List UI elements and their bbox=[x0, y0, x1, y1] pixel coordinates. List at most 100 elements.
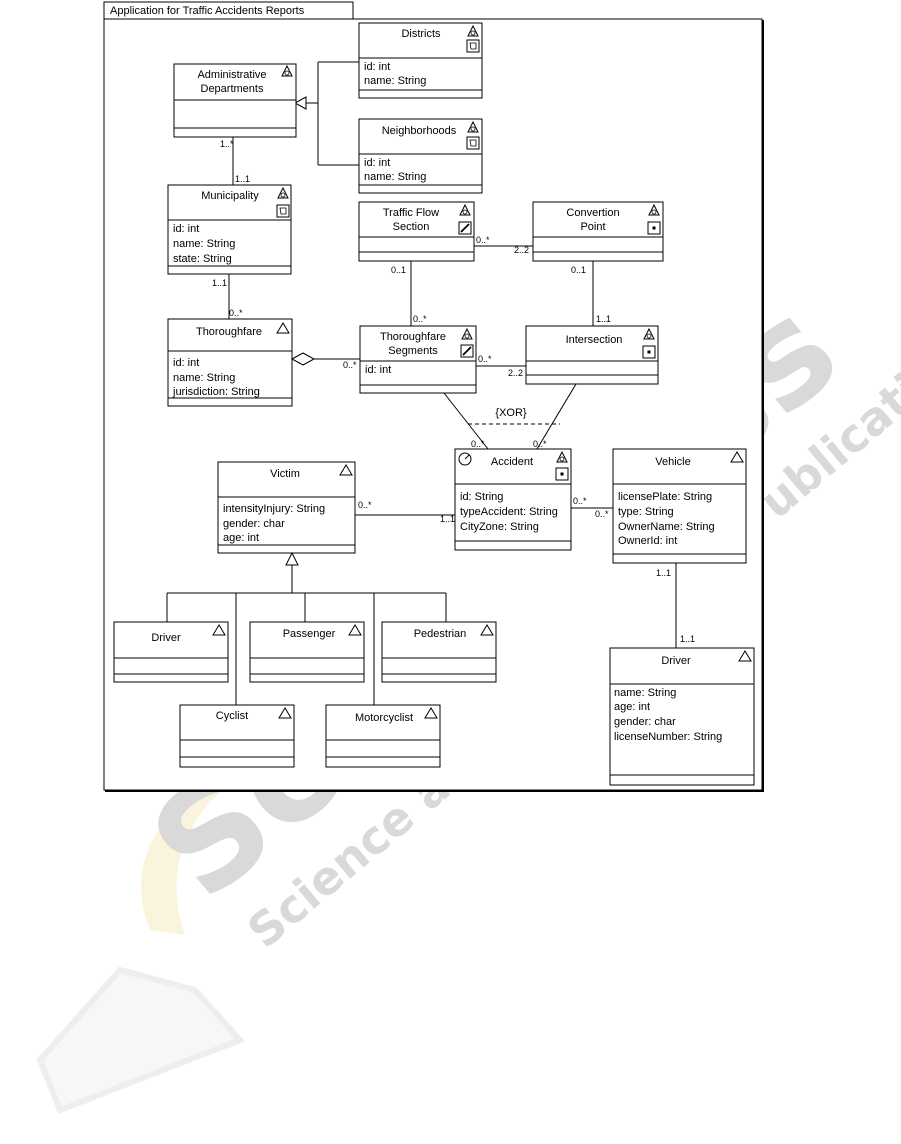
attribute: id: int bbox=[364, 61, 390, 73]
class-thoroughfare[interactable]: Thoroughfare id: int name: String jurisd… bbox=[167, 318, 293, 407]
class-neighborhoods[interactable]: Neighborhoods id: int name: String bbox=[358, 118, 483, 194]
attribute: name: String bbox=[364, 75, 426, 87]
class-accident[interactable]: Accident id: String typeAccident: String… bbox=[454, 448, 572, 551]
multiplicity-label: 1..1 bbox=[656, 568, 671, 578]
attribute: name: String bbox=[364, 171, 426, 183]
multiplicity-label: 0..* bbox=[573, 496, 587, 506]
aggregation-thoroughfare-segments bbox=[290, 352, 360, 366]
attribute: gender: char bbox=[614, 716, 676, 728]
generalization-departments bbox=[293, 61, 359, 166]
spatial-stereotype-icon bbox=[281, 64, 293, 77]
class-stereotype-icon bbox=[339, 464, 353, 476]
class-passenger[interactable]: Passenger bbox=[249, 621, 365, 683]
class-name: Municipality bbox=[201, 190, 259, 202]
attribute: jurisdiction: String bbox=[172, 386, 260, 398]
generalization-arrowhead bbox=[293, 96, 307, 110]
class-pedestrian[interactable]: Pedestrian bbox=[381, 621, 497, 683]
attribute: state: String bbox=[173, 253, 232, 265]
attribute: licenseNumber: String bbox=[614, 731, 722, 743]
multiplicity-label: 2..2 bbox=[508, 368, 523, 378]
class-administrative-departments[interactable]: Administrative Departments bbox=[173, 63, 297, 138]
polygon-geometry-icon bbox=[276, 204, 290, 218]
class-stereotype-icon bbox=[738, 650, 752, 662]
attribute: id: int bbox=[173, 223, 199, 235]
attribute: name: String bbox=[614, 687, 676, 699]
spatial-stereotype-icon bbox=[467, 120, 479, 133]
attribute: CityZone: String bbox=[460, 521, 539, 533]
class-name: Passenger bbox=[283, 628, 336, 640]
class-driver-victim[interactable]: Driver bbox=[113, 621, 229, 683]
attribute: age: int bbox=[614, 701, 650, 713]
point-geometry-icon bbox=[647, 221, 661, 235]
spatial-stereotype-icon bbox=[648, 203, 660, 216]
multiplicity-label: 1..* bbox=[220, 139, 234, 149]
class-name: Thoroughfare bbox=[196, 326, 262, 338]
attribute: id: int bbox=[364, 157, 390, 169]
xor-constraint-label: {XOR} bbox=[495, 407, 527, 419]
polygon-geometry-icon bbox=[466, 136, 480, 150]
class-name-line1: Administrative bbox=[197, 69, 266, 81]
temporal-clock-icon bbox=[458, 452, 472, 466]
line-geometry-icon bbox=[458, 221, 472, 235]
spatial-stereotype-icon bbox=[461, 327, 473, 340]
class-stereotype-icon bbox=[480, 624, 494, 636]
multiplicity-labels: 1..* 1..1 1..1 0..* 0..* 2..2 0..1 0..* … bbox=[212, 139, 695, 644]
class-name: Intersection bbox=[566, 334, 623, 346]
multiplicity-label: 0..* bbox=[413, 314, 427, 324]
multiplicity-label: 0..* bbox=[471, 439, 485, 449]
class-driver-vehicle[interactable]: Driver name: String age: int gender: cha… bbox=[609, 647, 755, 786]
class-name: Vehicle bbox=[655, 456, 690, 468]
class-thoroughfare-segments[interactable]: Thoroughfare Segments id: int bbox=[359, 325, 477, 394]
class-name: Driver bbox=[661, 655, 691, 667]
class-stereotype-icon bbox=[348, 624, 362, 636]
generalization-victim bbox=[166, 551, 447, 705]
class-districts[interactable]: Districts id: int name: String bbox=[358, 22, 483, 99]
assoc-intersection-accident bbox=[536, 383, 577, 450]
multiplicity-label: 0..* bbox=[229, 308, 243, 318]
class-convertion-point[interactable]: Convertion Point bbox=[532, 201, 664, 262]
class-intersection[interactable]: Intersection bbox=[525, 325, 659, 385]
class-traffic-flow-section[interactable]: Traffic Flow Section bbox=[358, 201, 475, 262]
class-name-line2: Section bbox=[393, 221, 430, 233]
class-municipality[interactable]: Municipality id: int name: String state:… bbox=[167, 184, 292, 275]
spatial-stereotype-icon bbox=[643, 327, 655, 340]
attribute: name: String bbox=[173, 238, 235, 250]
class-name: Neighborhoods bbox=[382, 125, 457, 137]
point-geometry-icon bbox=[555, 467, 569, 481]
class-cyclist[interactable]: Cyclist bbox=[179, 704, 295, 768]
class-name: Victim bbox=[270, 468, 300, 480]
multiplicity-label: 1..1 bbox=[680, 634, 695, 644]
multiplicity-label: 0..* bbox=[478, 354, 492, 364]
multiplicity-label: 1..1 bbox=[212, 278, 227, 288]
relationships bbox=[166, 61, 677, 705]
attribute: id: int bbox=[173, 357, 199, 369]
multiplicity-label: 0..* bbox=[595, 509, 609, 519]
multiplicity-label: 0..* bbox=[343, 360, 357, 370]
class-name: Accident bbox=[491, 456, 533, 468]
attribute: intensityInjury: String bbox=[223, 503, 325, 515]
class-victim[interactable]: Victim intensityInjury: String gender: c… bbox=[217, 461, 356, 554]
spatial-stereotype-icon bbox=[459, 203, 471, 216]
class-stereotype-icon bbox=[730, 451, 744, 463]
class-stereotype-icon bbox=[424, 707, 438, 719]
class-vehicle[interactable]: Vehicle licensePlate: String type: Strin… bbox=[612, 448, 747, 564]
class-name: Motorcyclist bbox=[355, 712, 413, 724]
multiplicity-label: 1..1 bbox=[440, 514, 455, 524]
attribute: id: String bbox=[460, 491, 503, 503]
multiplicity-label: 1..1 bbox=[235, 174, 250, 184]
class-name-line1: Thoroughfare bbox=[380, 331, 446, 343]
attribute: name: String bbox=[173, 372, 235, 384]
class-name-line2: Departments bbox=[201, 83, 264, 95]
multiplicity-label: 2..2 bbox=[514, 245, 529, 255]
multiplicity-label: 0..* bbox=[533, 439, 547, 449]
class-motorcyclist[interactable]: Motorcyclist bbox=[325, 704, 441, 768]
polygon-geometry-icon bbox=[466, 39, 480, 53]
point-geometry-icon bbox=[642, 345, 656, 359]
aggregation-diamond bbox=[290, 352, 316, 366]
assoc-segments-accident bbox=[443, 392, 489, 450]
class-name: Driver bbox=[151, 632, 181, 644]
class-name: Cyclist bbox=[216, 710, 248, 722]
spatial-stereotype-icon bbox=[556, 450, 568, 463]
class-name: Districts bbox=[401, 28, 441, 40]
attribute: gender: char bbox=[223, 518, 285, 530]
